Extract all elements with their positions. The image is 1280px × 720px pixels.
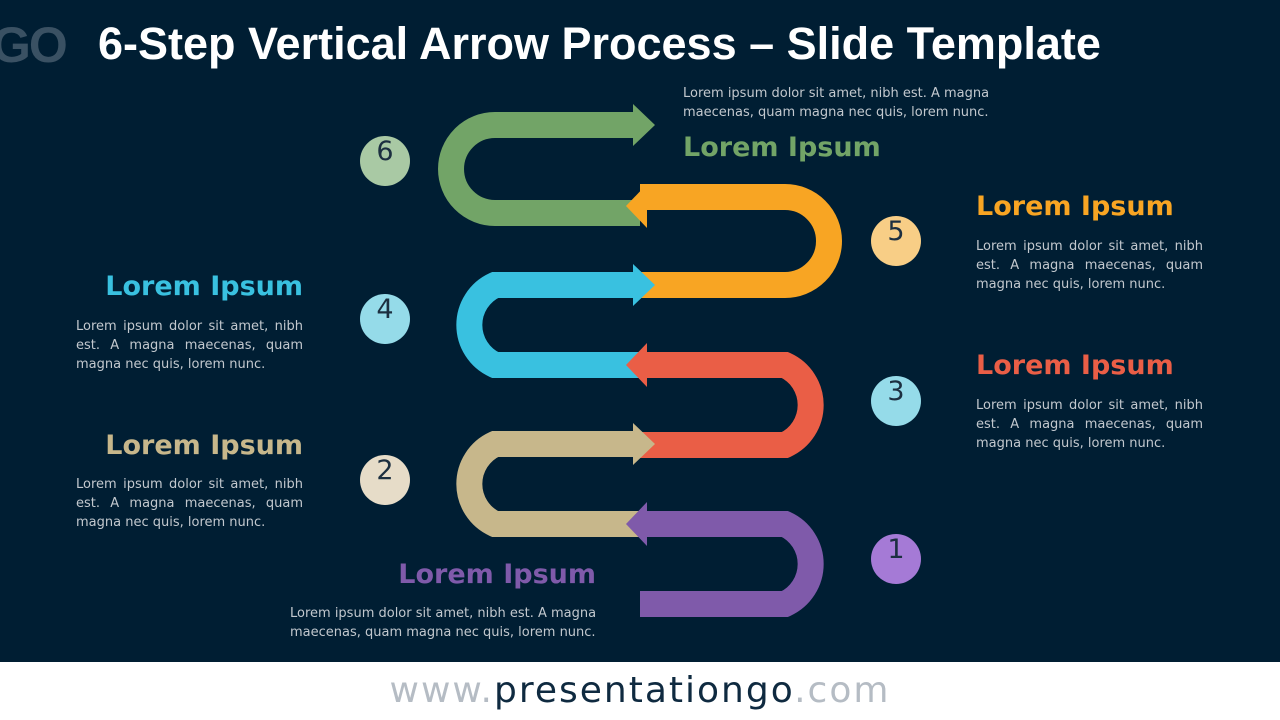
arrow-segment-6 xyxy=(438,112,640,226)
step-5-description: Lorem ipsum dolor sit amet, nibh est. A … xyxy=(976,239,1203,292)
step-number-badge-1: 1 xyxy=(871,534,921,584)
arrow-head-4 xyxy=(633,264,655,306)
arrow-segment-1 xyxy=(640,511,824,617)
slide: GO 6-Step Vertical Arrow Process – Slide… xyxy=(0,0,1280,662)
arrow-head-5 xyxy=(626,184,647,228)
step-number-badge-3: 3 xyxy=(871,376,921,426)
arrow-head-3 xyxy=(626,343,647,387)
step-3-heading: Lorem Ipsum xyxy=(976,350,1174,381)
logo-mark: GO xyxy=(0,17,68,73)
step-3-description: Lorem ipsum dolor sit amet, nibh est. A … xyxy=(976,398,1203,451)
footer-prefix: www. xyxy=(389,670,494,711)
step-2-heading: Lorem Ipsum xyxy=(105,430,303,461)
step-number-badge-4: 4 xyxy=(360,294,410,344)
footer-website: www.presentationgo.com xyxy=(0,662,1280,720)
step-number-badge-6: 6 xyxy=(360,136,410,186)
arrow-process-diagram xyxy=(438,104,842,617)
footer-suffix: .com xyxy=(794,670,891,711)
step-4-heading: Lorem Ipsum xyxy=(105,271,303,302)
step-1-heading: Lorem Ipsum xyxy=(398,559,596,590)
arrow-head-2 xyxy=(633,423,655,465)
step-1-description: Lorem ipsum dolor sit amet, nibh est. A … xyxy=(290,606,597,640)
step-2-description: Lorem ipsum dolor sit amet, nibh est. A … xyxy=(76,477,303,530)
arrow-segment-3 xyxy=(640,352,824,458)
step-4-description: Lorem ipsum dolor sit amet, nibh est. A … xyxy=(76,319,303,372)
arrow-head-6 xyxy=(633,104,655,146)
arrow-segment-5 xyxy=(640,184,842,298)
step-6-heading: Lorem Ipsum xyxy=(683,132,881,163)
slide-title: 6-Step Vertical Arrow Process – Slide Te… xyxy=(98,18,1101,69)
arrow-segment-2 xyxy=(456,431,640,537)
footer-brand: presentationgo xyxy=(494,670,795,711)
step-number-badge-5: 5 xyxy=(871,216,921,266)
step-number-badge-2: 2 xyxy=(360,455,410,505)
step-6-description: Lorem ipsum dolor sit amet, nibh est. A … xyxy=(683,86,990,120)
arrow-segment-4 xyxy=(456,272,640,378)
arrow-head-1 xyxy=(626,502,647,546)
step-5-heading: Lorem Ipsum xyxy=(976,191,1174,222)
